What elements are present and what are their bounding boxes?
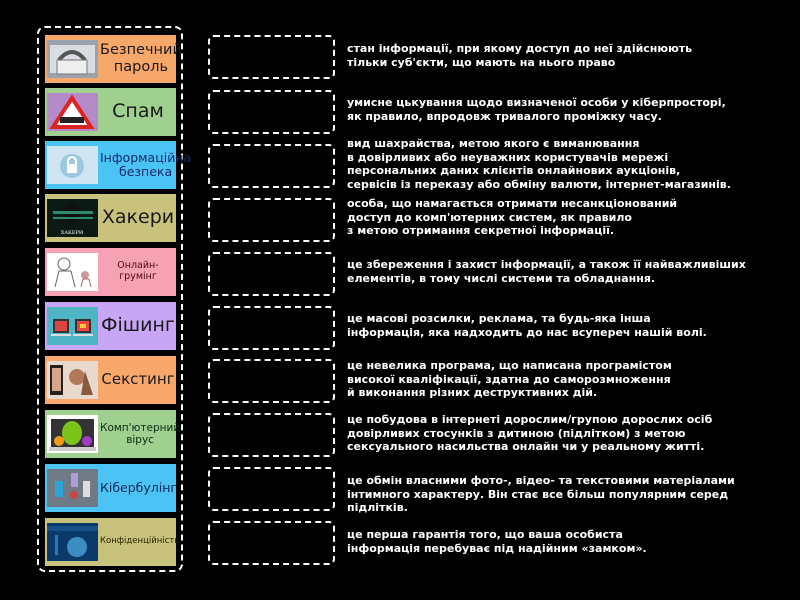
privacy-globe-icon [47,523,98,561]
drop-slot[interactable] [208,252,335,296]
term-label: Спам [112,100,164,123]
term-tile-sexting[interactable]: Секстинг [45,356,176,404]
definition-text: умисне цькування щодо визначеної особи у… [347,96,726,123]
term-tile-hackers[interactable]: ХАКЕРИ Хакери [45,194,176,242]
drop-slot[interactable] [208,198,335,242]
cyberbullying-phones-icon [47,469,98,507]
drop-slot[interactable] [208,413,335,457]
drop-slot[interactable] [208,90,335,134]
drop-slot[interactable] [208,35,335,79]
term-label: Безпечний пароль [100,42,182,75]
phishing-laptops-icon [47,307,98,345]
definition-text: це обмін власними фото-, відео- та текст… [347,474,735,514]
term-label: Конфіденційність [100,536,180,547]
term-tile-info-security[interactable]: Інформаційна безпека [45,141,191,189]
term-tile-computer-virus[interactable]: Комп'ютерний вірус [45,410,180,458]
term-tile-phishing[interactable]: Фішинг [45,302,176,350]
svg-text:ХАКЕРИ: ХАКЕРИ [61,230,84,236]
virus-monster-icon [47,415,98,453]
term-label: Секстинг [101,370,175,389]
drop-slot[interactable] [208,467,335,511]
terms-container [37,26,183,572]
definition-text: це невелика програма, що написана програ… [347,359,672,399]
definition-text: це побудова в інтернеті дорослим/групою … [347,413,713,453]
term-tile-grooming[interactable]: Онлайн-грумінг [45,248,176,296]
term-label: Комп'ютерний вірус [100,421,181,446]
spam-warning-sign-icon [47,93,98,131]
definition-text: стан інформації, при якому доступ до неї… [347,42,693,69]
drop-slot[interactable] [208,144,335,188]
term-label: Інформаційна безпека [100,149,192,179]
term-label: Онлайн-грумінг [117,260,159,282]
definition-text: вид шахрайства, метою якого є виманюванн… [347,137,731,191]
term-tile-privacy[interactable]: Конфіденційність [45,518,180,566]
definition-text: це збереження і захист інформації, а так… [347,258,746,285]
sexting-phone-icon [47,361,98,399]
term-label: Фішинг [101,314,175,337]
hacker-icon: ХАКЕРИ [47,199,98,237]
term-label: Кібербулінг [100,479,177,495]
term-label: Хакери [101,206,175,229]
drop-slot[interactable] [208,359,335,403]
grooming-illustration-icon [47,253,98,291]
definition-text: це масові розсилки, реклама, та будь-яка… [347,312,707,339]
padlock-password-icon [47,40,98,78]
drop-slot[interactable] [208,521,335,565]
security-lock-icon [47,146,98,184]
term-tile-spam[interactable]: Спам [45,88,176,136]
term-tile-cyberbullying[interactable]: Кібербулінг [45,464,177,512]
definition-text: особа, що намагається отримати несанкціо… [347,197,678,237]
definition-text: це перша гарантія того, що ваша особиста… [347,528,647,555]
drop-slot[interactable] [208,306,335,350]
term-tile-safe-password[interactable]: Безпечний пароль [45,35,182,83]
